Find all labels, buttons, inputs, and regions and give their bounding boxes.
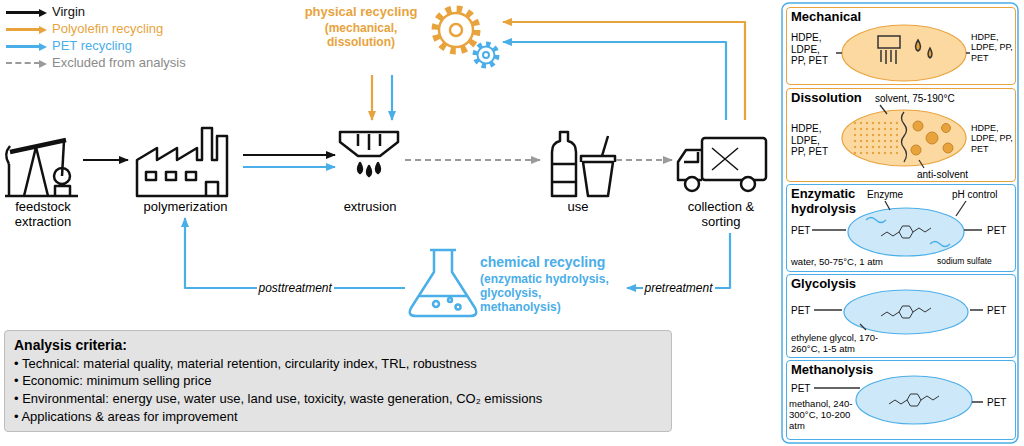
node-label: PET xyxy=(987,305,1006,317)
node-label: solvent, 75-190°C xyxy=(875,93,1005,105)
recycling-group: physical recycling (mechanical, dissoluti… xyxy=(300,3,503,75)
node-title: Glycolysis xyxy=(791,277,856,292)
node-label: PET xyxy=(987,225,1006,237)
legend-label: Excluded from analysis xyxy=(52,55,186,71)
flow-arrow xyxy=(391,75,393,120)
node-label: (mechanical, dissolution) xyxy=(300,22,422,50)
edge-label: pretreatment xyxy=(643,281,715,295)
legend-swatch xyxy=(6,11,40,14)
node-label: PET xyxy=(987,397,1006,409)
node-title: physical recycling xyxy=(300,5,422,20)
pumpjack-icon xyxy=(5,140,78,196)
node-title: chemical recycling xyxy=(480,254,625,270)
node-title: Dissolution xyxy=(791,91,862,106)
stage-node: use xyxy=(540,120,616,218)
flow-arrow xyxy=(616,159,672,161)
node-label: polymerization xyxy=(128,200,243,215)
node-label: • Environmental: energy use, water use, … xyxy=(14,390,662,408)
process-panel xyxy=(782,3,1018,443)
edge-label: posttreatment xyxy=(257,281,334,295)
gear-icons xyxy=(435,9,497,66)
node-label: • Economic: minimum selling price xyxy=(14,372,662,390)
node-label: HDPE, LDPE, PP, PET xyxy=(791,123,835,158)
node-label: use xyxy=(540,200,616,215)
legend-swatch xyxy=(6,45,40,48)
node-label: methanol, 240-300°C, 10-200 atm xyxy=(789,399,855,432)
node-label: feedstock extraction xyxy=(3,200,83,230)
product-icons xyxy=(552,132,615,196)
flow-arrow xyxy=(83,159,128,161)
recycling-group: chemical recycling (enzymatic hydrolysis,… xyxy=(405,246,627,326)
legend-swatch xyxy=(6,62,40,64)
legend-label: PET recycling xyxy=(52,38,132,54)
node-title: Mechanical xyxy=(791,10,861,25)
flow-arrow xyxy=(371,75,373,120)
flask-icon xyxy=(410,250,476,316)
node-label: sodium sulfate xyxy=(937,257,1015,267)
node-label: ethylene glycol, 170-260°C, 1-5 atm xyxy=(791,333,886,355)
stage-node: extrusion xyxy=(335,120,405,218)
flow-arrow xyxy=(185,218,405,288)
node-label: • Applications & areas for improvement xyxy=(14,408,662,426)
node-label: • Technical: material quality, material … xyxy=(14,355,662,373)
stage-node: polymerization xyxy=(128,120,243,218)
flow-arrow xyxy=(243,154,335,156)
node-label: HDPE, LDPE, PP, PET xyxy=(791,32,835,67)
node-label: pH control xyxy=(952,189,1012,201)
node-label: (enzymatic hydrolysis, glycolysis, metha… xyxy=(480,273,625,314)
process-box: MethanolysisPET PET methanol, 240-300°C, 1… xyxy=(786,360,1016,440)
stage-node: collection & sorting xyxy=(672,120,770,233)
node-label: HDPE, LDPE, PP, PET xyxy=(971,123,1015,154)
stage-node: feedstock extraction xyxy=(3,120,83,233)
node-label: Enzyme xyxy=(867,189,927,201)
node-title: Methanolysis xyxy=(791,363,873,378)
legend-arrowhead xyxy=(39,60,47,68)
factory-icon xyxy=(137,128,227,196)
legend-arrowhead xyxy=(39,26,47,34)
flow-arrow xyxy=(243,166,335,168)
node-title: Enzymatic hydrolysis xyxy=(791,187,866,217)
process-box: GlycolysisPET PET ethylene glycol, 170-260… xyxy=(786,274,1016,358)
node-label: collection & sorting xyxy=(672,200,770,230)
criteria-box: Analysis criteria:• Technical: material … xyxy=(4,330,672,432)
node-label: HDPE, LDPE, PP, PET xyxy=(971,32,1015,63)
node-label: PET xyxy=(791,305,810,317)
legend-arrowhead xyxy=(39,43,47,51)
node-title: Analysis criteria: xyxy=(14,336,662,355)
legend-swatch xyxy=(6,28,40,31)
flow-arrow xyxy=(503,42,726,120)
extruder-icon xyxy=(340,132,398,176)
truck-icon xyxy=(678,138,766,191)
node-label: PET xyxy=(791,225,810,237)
flow-arrow xyxy=(627,233,730,288)
process-box: Dissolution solvent, 75-190°C HDPE, LDPE, … xyxy=(786,88,1016,182)
process-box: Enzymatic hydrolysisEnzyme pH controlPET P… xyxy=(786,184,1016,272)
node-label: PET xyxy=(791,383,810,395)
flow-arrow xyxy=(503,22,745,120)
flow-arrow xyxy=(405,159,540,161)
process-box: MechanicalHDPE, LDPE, PP, PET HDPE, LDPE,… xyxy=(786,7,1016,85)
legend-arrowhead xyxy=(39,9,47,17)
legend-label: Virgin xyxy=(52,4,85,20)
node-label: anti-solvent xyxy=(917,169,1007,181)
legend-label: Polyolefin recycling xyxy=(52,21,163,37)
node-label: water, 50-75°C, 1 atm xyxy=(791,257,931,268)
node-label: extrusion xyxy=(335,200,405,215)
